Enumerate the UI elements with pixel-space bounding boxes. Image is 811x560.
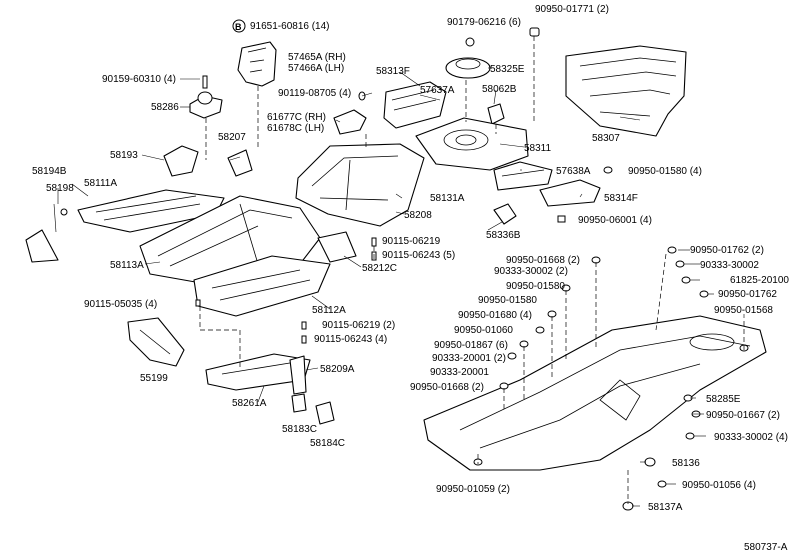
figure-code: 580737-A [744,542,788,553]
label-90333-20001: 90333-20001 [430,367,489,378]
label-58336b: 58336B [486,230,521,241]
crossmember-58209a-drawing [205,353,311,395]
label-58261a: 58261A [232,398,267,409]
label-90950-01056: 90950-01056 (4) [682,480,756,491]
label-90950-01059: 90950-01059 (2) [436,484,510,495]
label-90950-01568: 90950-01568 [714,305,773,316]
label-90950-01762: 90950-01762 [718,289,777,300]
bracket-58062b-drawing [487,103,505,125]
bracket-58212c-drawing [317,231,357,263]
label-58212c: 58212C [362,263,397,274]
label-58285e: 58285E [706,394,741,405]
label-58198: 58198 [46,183,74,194]
label-57637a: 57637A [420,85,455,96]
label-61678c: 61678C (LH) [267,123,324,134]
label-90333-20001-2: 90333-20001 (2) [432,353,506,364]
bracket-58207-drawing [227,149,253,177]
panel-58314f-drawing [539,179,601,207]
label-90950-01667: 90950-01667 (2) [706,410,780,421]
b-marker-circle [232,19,246,33]
grommet-58286-drawing [189,75,223,119]
label-90950-01771: 90950-01771 (2) [535,4,609,15]
label-58307: 58307 [592,133,620,144]
rear-panel-58307-drawing [565,45,687,137]
label-90115-06219: 90115-06219 [382,236,441,247]
bracket-55199-drawing [127,317,185,367]
plug-90950-01580-drawing [603,166,613,174]
label-90179-06216: 90179-06216 (6) [447,17,521,28]
label-58062b: 58062B [482,84,517,95]
label-58207: 58207 [218,132,246,143]
label-57638a: 57638A [556,166,591,177]
bracket-61677c-drawing [333,91,367,135]
label-90333-30002-4: 90333-30002 (4) [714,432,788,443]
label-58194b: 58194B [32,166,67,177]
label-55199: 55199 [140,373,168,384]
panel-57638a-drawing [493,161,553,191]
label-58311: 58311 [524,143,552,154]
label-90159-60310: 90159-60310 (4) [102,74,176,85]
label-58325e: 58325E [490,64,525,75]
label-91651-60816: 91651-60816 (14) [250,21,330,32]
label-58113a: 58113A [110,260,144,271]
label-90119-08705: 90119-08705 (4) [278,88,351,99]
part-labels: 91651-60816 (14) 57465A (RH) 57466A (LH)… [32,4,789,513]
plug-90950-06001-drawing [557,215,566,223]
bracket-58183c-drawing [291,393,307,413]
label-58184c: 58184C [310,438,345,449]
bolt-90115-05035-drawing [195,299,201,307]
panel-57637a-drawing [383,81,447,129]
label-57466a: 57466A (LH) [288,63,344,74]
label-57465a: 57465A (RH) [288,52,346,63]
plug-set-drawing [473,246,749,511]
spare-tire-pan-58311-drawing [415,117,529,171]
label-61677c: 61677C (RH) [267,112,326,123]
plug-90950-01771-drawing [529,27,540,37]
label-58313f: 58313F [376,66,410,77]
rear-floor-pan-58208-drawing [295,143,425,227]
label-90950-01762-2: 90950-01762 (2) [690,245,764,256]
bracket-57465a-drawing [237,41,277,87]
label-58111a: 58111A [84,178,117,189]
label-58131a: 58131A [430,193,465,204]
label-90115-06243-5: 90115-06243 (5) [382,250,455,261]
label-58112a: 58112A [312,305,346,316]
label-90950-01867: 90950-01867 (6) [434,340,508,351]
label-90333-30002-2: 90333-30002 (2) [494,266,568,277]
label-90950-06001: 90950-06001 (4) [578,215,652,226]
bracket-58184c-drawing [315,401,335,425]
alignment-lines [199,36,745,504]
bolts-90115-06243-drawing [301,321,307,344]
label-90333-30002: 90333-30002 [700,260,759,271]
label-58209a: 58209A [320,364,355,375]
bracket-58193-drawing [163,145,199,177]
label-61825-20100: 61825-20100 [730,275,789,286]
label-58183c: 58183C [282,424,317,435]
pad-58194b-drawing [25,203,68,263]
label-90115-06243-4: 90115-06243 (4) [314,334,387,345]
label-90115-05035: 90115-05035 (4) [84,299,157,310]
label-90950-01580-4: 90950-01580 (4) [628,166,702,177]
label-58208: 58208 [404,210,432,221]
label-58314f: 58314F [604,193,638,204]
floor-insulator-drawing [423,315,767,471]
label-90950-01580-a: 90950-01580 [506,281,565,292]
label-90950-01580-b: 90950-01580 [478,295,537,306]
cover-58325e-drawing [445,37,491,79]
b-marker: B [235,22,242,32]
label-90115-06219-2: 90115-06219 (2) [322,320,395,331]
leader-lines [57,67,745,507]
label-58193: 58193 [110,150,138,161]
label-90950-01680: 90950-01680 (4) [458,310,532,321]
label-90950-01668-2-top: 90950-01668 (2) [506,255,580,266]
label-90950-01060: 90950-01060 [454,325,513,336]
label-58136: 58136 [672,458,700,469]
bracket-58336b-drawing [493,203,517,225]
label-58137a: 58137A [648,502,683,513]
label-58286: 58286 [151,102,179,113]
label-90950-01668-2-bottom: 90950-01668 (2) [410,382,484,393]
